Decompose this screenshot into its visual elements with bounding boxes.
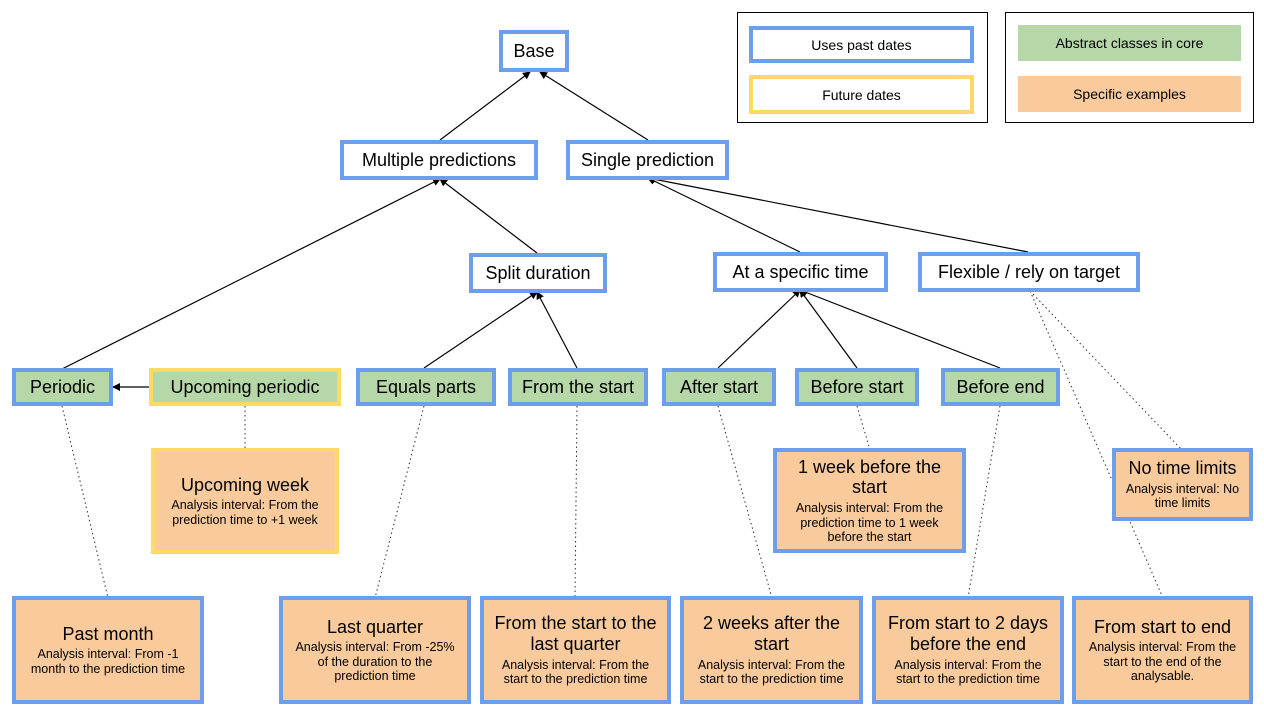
link-flexible-starttoend: [1029, 290, 1164, 599]
example-title: From start to 2 days before the end: [887, 613, 1049, 655]
example-no-time-limits: No time limits Analysis interval: No tim…: [1112, 448, 1253, 521]
example-desc: Analysis interval: No time limits: [1125, 481, 1240, 511]
node-base: Base: [499, 30, 569, 72]
example-desc: Analysis interval: From -1 month to the …: [30, 647, 186, 676]
link-periodic-pastmonth: [61, 405, 109, 599]
example-desc: Analysis interval: From the prediction t…: [795, 501, 944, 544]
node-from-the-start: From the start: [508, 368, 648, 406]
legend-specific-examples: Specific examples: [1018, 76, 1241, 112]
example-week-before-start: 1 week before the start Analysis interva…: [773, 448, 966, 553]
example-title: No time limits: [1128, 458, 1237, 479]
example-title: Last quarter: [326, 616, 424, 637]
edge-periodic-to-multiple: [61, 178, 441, 370]
edge-multiple-to-base: [439, 71, 531, 141]
node-before-end: Before end: [941, 368, 1060, 406]
example-two-weeks-after-start: 2 weeks after the start Analysis interva…: [680, 596, 863, 704]
edge-beforeend-to-atspecific: [799, 288, 1001, 369]
edge-beforestart-to-atspecific: [799, 289, 858, 369]
example-start-to-last-quarter: From the start to the last quarter Analy…: [480, 596, 671, 704]
edge-flexible-to-single: [647, 175, 1029, 253]
example-title: From the start to the last quarter: [494, 613, 657, 655]
edge-split-to-multiple: [439, 178, 538, 254]
node-equals-parts: Equals parts: [356, 368, 496, 406]
node-single-prediction: Single prediction: [566, 140, 729, 180]
example-title: Upcoming week: [180, 474, 310, 495]
example-title: 1 week before the start: [797, 456, 942, 498]
example-desc: Analysis interval: From the start to the…: [697, 657, 846, 687]
link-flexible-notimelimits: [1029, 290, 1183, 451]
legend-future-dates: Future dates: [749, 75, 974, 114]
node-after-start: After start: [662, 368, 776, 406]
node-multiple-predictions: Multiple predictions: [340, 140, 538, 180]
example-start-to-2-days-before-end: From start to 2 days before the end Anal…: [872, 596, 1064, 704]
link-equals-lastquarter: [374, 405, 425, 599]
link-beforeend-startto2days: [967, 405, 1001, 599]
example-title: 2 weeks after the start: [702, 613, 841, 655]
node-periodic: Periodic: [12, 368, 113, 406]
edge-equals-to-split: [423, 291, 538, 369]
example-desc: Analysis interval: From the prediction t…: [171, 498, 319, 527]
node-before-start: Before start: [795, 368, 919, 406]
example-desc: Analysis interval: From the start to the…: [894, 657, 1042, 687]
example-desc: Analysis interval: From -25% of the dura…: [295, 640, 455, 684]
edge-fromstart-to-split: [536, 291, 578, 369]
example-desc: Analysis interval: From the start to the…: [501, 657, 650, 687]
example-start-to-end: From start to end Analysis interval: Fro…: [1072, 596, 1253, 704]
example-title: Past month: [62, 623, 154, 644]
link-beforestart-weekbefore: [856, 405, 871, 451]
example-last-quarter: Last quarter Analysis interval: From -25…: [279, 596, 471, 704]
node-split-duration: Split duration: [469, 253, 607, 293]
node-flexible: Flexible / rely on target: [918, 252, 1140, 292]
example-desc: Analysis interval: From the start to the…: [1088, 640, 1237, 684]
link-after-twoweeks: [717, 405, 773, 599]
example-past-month: Past month Analysis interval: From -1 mo…: [12, 596, 204, 704]
edge-single-to-base: [539, 71, 649, 141]
node-upcoming-periodic: Upcoming periodic: [149, 368, 341, 406]
legend-past-dates: Uses past dates: [749, 26, 974, 63]
legend-abstract-classes: Abstract classes in core: [1018, 25, 1241, 61]
example-title: From start to end: [1093, 616, 1232, 637]
node-at-specific-time: At a specific time: [713, 252, 888, 292]
example-upcoming-week: Upcoming week Analysis interval: From th…: [151, 448, 339, 554]
link-fromstart-startlastquarter: [574, 405, 578, 599]
edge-atspecific-to-single: [647, 177, 801, 253]
edge-after-to-atspecific: [717, 289, 801, 369]
